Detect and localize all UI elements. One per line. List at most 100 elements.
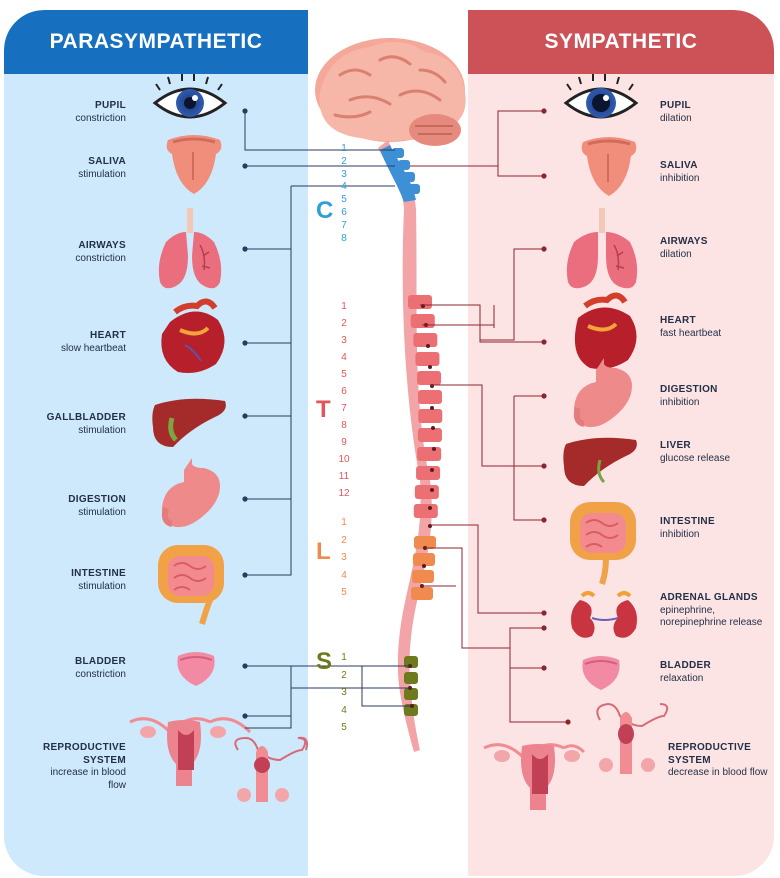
heart-icon [161, 298, 225, 373]
vertebra-segment [404, 656, 418, 668]
sacral-number: 2 [341, 669, 347, 681]
lumbar-number: 4 [341, 569, 347, 581]
lumbar-number: 2 [341, 534, 347, 546]
vertebra-segment [411, 587, 433, 600]
tongue-icon [581, 137, 637, 196]
vertebra-segment [417, 390, 442, 404]
male-reproductive-icon [596, 702, 669, 774]
cervical-number: 5 [341, 194, 347, 206]
thoracic-number: 4 [341, 352, 347, 363]
liver-gallbladder-icon [152, 398, 226, 447]
thoracic-number: 3 [341, 335, 347, 346]
vertebra-segment [412, 570, 434, 583]
female-reproductive-icon [483, 743, 586, 810]
sacral-number: 4 [341, 704, 347, 716]
lumbar-number: 5 [341, 587, 347, 598]
eye-icon [563, 74, 639, 119]
vertebra-segment [404, 688, 418, 700]
cervical-number: 6 [341, 207, 347, 218]
intestine-icon [570, 502, 636, 585]
thoracic-number: 9 [341, 437, 347, 448]
vertebra-segment [417, 371, 442, 385]
nerve-root-dot [428, 365, 432, 369]
vertebra-segment [415, 352, 440, 366]
nerve-root-dot [428, 506, 432, 510]
brain-icon [315, 38, 466, 146]
vertebra-segment [404, 672, 418, 684]
spine-vertebra-segments [392, 148, 443, 716]
nerve-root-dot [430, 488, 434, 492]
liver-icon [563, 437, 637, 486]
cervical-number: 2 [341, 155, 347, 167]
lungs-icon [158, 208, 222, 289]
vertebra-segment [404, 704, 418, 716]
vertebra-segment [414, 485, 439, 499]
spine-section-s: S [316, 648, 333, 675]
tongue-icon [166, 135, 222, 194]
thoracic-number: 12 [338, 488, 350, 499]
parasympathetic-connectors [244, 111, 410, 729]
sympathetic-header: SYMPATHETIC [468, 10, 774, 74]
vertebra-segment [417, 447, 442, 461]
thoracic-number: 11 [338, 471, 350, 482]
lumbar-number: 3 [341, 552, 347, 563]
bladder-icon [582, 656, 620, 690]
nerve-root-dot [430, 406, 434, 410]
sympathetic-dots [541, 108, 571, 725]
vertebra-segment [413, 333, 438, 347]
vertebra-segment [414, 536, 436, 549]
nerve-root-dot [426, 344, 430, 348]
vertebra-segment [416, 466, 441, 480]
vertebra-segment [413, 504, 438, 518]
female-reproductive-icon [129, 717, 252, 786]
thoracic-number: 6 [341, 386, 347, 397]
cervical-number: 8 [341, 232, 347, 244]
cervical-number: 1 [341, 143, 347, 154]
nerve-root-dot [431, 426, 435, 430]
nerve-root-dot [430, 468, 434, 472]
vertebra-segment [410, 314, 435, 328]
heart-icon [574, 292, 637, 369]
cervical-number: 7 [341, 219, 347, 231]
vertebra-segment [403, 172, 415, 182]
sacral-number: 1 [341, 652, 347, 663]
vertebra-segment [408, 184, 420, 194]
cervical-number: 4 [341, 181, 347, 193]
nerve-root-dot [422, 564, 426, 568]
spine-section-c: C [316, 197, 334, 224]
sacral-number: 5 [341, 722, 347, 733]
spine-section-t: T [316, 396, 331, 423]
stomach-icon [573, 358, 632, 428]
cervical-number: 3 [341, 168, 347, 180]
vertebra-segment [408, 295, 432, 309]
vertebra-segment [417, 428, 442, 442]
male-reproductive-icon [234, 736, 308, 802]
vertebra-segment [398, 160, 410, 170]
sacral-number: 3 [341, 687, 347, 698]
intestine-icon [158, 545, 224, 625]
spinal-cord [378, 140, 432, 752]
lumbar-number: 1 [341, 517, 347, 528]
parasympathetic-dots [242, 108, 248, 719]
thoracic-number: 2 [341, 318, 347, 329]
thoracic-number: 8 [341, 420, 347, 431]
thoracic-number: 7 [341, 403, 347, 414]
kidneys-icon [571, 591, 637, 638]
